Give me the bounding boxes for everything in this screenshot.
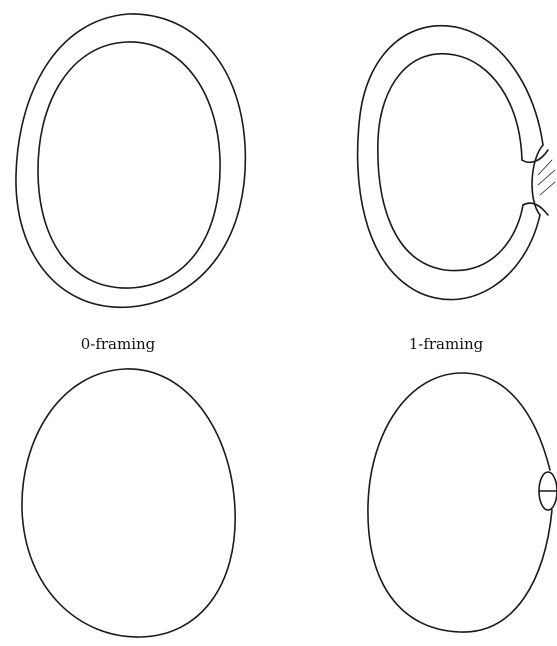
zero-framing-outer-curve [16, 14, 245, 307]
zero-framing-inner-curve [38, 42, 220, 288]
bottom-right-loop-group [368, 373, 557, 632]
zero-framing-annulus [16, 14, 245, 307]
bottom-right-loop [368, 373, 552, 632]
zero-framing-caption: 0-framing [81, 337, 156, 352]
one-framing-caption: 1-framing [409, 337, 484, 352]
one-framing-band [358, 26, 555, 300]
one-framing-outer-curve [358, 26, 543, 300]
one-framing-twist-hatch-1 [538, 160, 552, 175]
one-framing-twist-hatch-3 [540, 182, 555, 195]
bottom-left-loop [22, 369, 235, 637]
one-framing-inner-curve [378, 54, 523, 271]
